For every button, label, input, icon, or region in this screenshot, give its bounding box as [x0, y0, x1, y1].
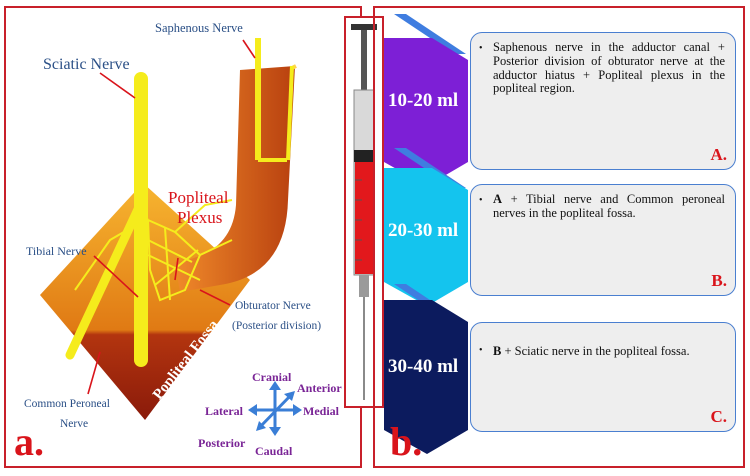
sciatic-nerve-label: Sciatic Nerve [43, 56, 130, 73]
description-a-text: Saphenous nerve in the adductor canal + … [483, 40, 725, 96]
panel-b-letter: b. [390, 419, 423, 464]
description-c-body: + Sciatic nerve in the popliteal fossa. [501, 344, 690, 358]
bullet: • [479, 195, 483, 206]
sciatic-nerve-shape [134, 72, 148, 367]
chevron-a-tab [394, 14, 466, 54]
description-box-b: • A + Tibial nerve and Common peroneal n… [470, 184, 736, 296]
compass-medial-label: Medial [303, 404, 339, 418]
description-b-body: + Tibial nerve and Common peroneal nerve… [493, 192, 725, 220]
compass-lateral-label: Lateral [205, 404, 243, 418]
common-peroneal-label-line1: Common Peroneal [24, 398, 110, 410]
bullet: • [479, 345, 483, 356]
description-c-text: B + Sciatic nerve in the popliteal fossa… [483, 331, 725, 359]
description-box-c: • B + Sciatic nerve in the popliteal fos… [470, 322, 736, 432]
syringe-plunger-rod [361, 30, 367, 100]
bullet: • [479, 43, 483, 54]
leader-lines [87, 39, 256, 395]
compass-caudal-label: Caudal [255, 444, 293, 458]
adductor-canal-shape [175, 66, 295, 292]
tag-b: B. [711, 271, 727, 291]
obturator-nerve-label-line1: Obturator Nerve [235, 300, 311, 312]
syringe-plunger-cap [351, 24, 377, 30]
volume-a-label: 10-20 ml [388, 90, 459, 111]
popliteal-plexus-label-line2: Plexus [177, 208, 223, 227]
prefix-b: B [493, 344, 502, 358]
syringe-fluid [355, 162, 373, 274]
popliteal-plexus-label-line1: Popliteal [168, 188, 229, 207]
syringe-hub [359, 275, 369, 297]
chevron-c [384, 300, 468, 454]
tibial-nerve-label: Tibial Nerve [26, 244, 87, 258]
syringe-plunger-seal [354, 150, 374, 162]
compass-anterior-label: Anterior [297, 381, 342, 395]
prefix-a: A [493, 192, 503, 206]
saphenous-nerve-label: Saphenous Nerve [155, 21, 243, 35]
compass-posterior-label: Posterior [198, 436, 246, 450]
obturator-nerve-shape [286, 65, 294, 161]
obturator-nerve-label-line2: (Posterior division) [232, 320, 322, 332]
compass-arrows [248, 381, 302, 436]
tag-c: C. [710, 407, 727, 427]
description-b-text: A + Tibial nerve and Common peroneal ner… [483, 192, 725, 221]
tag-a: A. [710, 145, 727, 165]
common-peroneal-label-line2: Nerve [60, 418, 89, 430]
volume-c-label: 30-40 ml [388, 356, 459, 377]
volume-b-label: 20-30 ml [388, 220, 459, 241]
compass-cranial-label: Cranial [252, 370, 292, 384]
description-box-a: • Saphenous nerve in the adductor canal … [470, 32, 736, 170]
panel-b-volumes [373, 6, 745, 468]
popliteal-plexus-web [74, 199, 233, 302]
panel-a-letter: a. [14, 419, 44, 464]
description-a-body: Saphenous nerve in the adductor canal + … [493, 40, 725, 96]
chevron-b [384, 168, 468, 306]
